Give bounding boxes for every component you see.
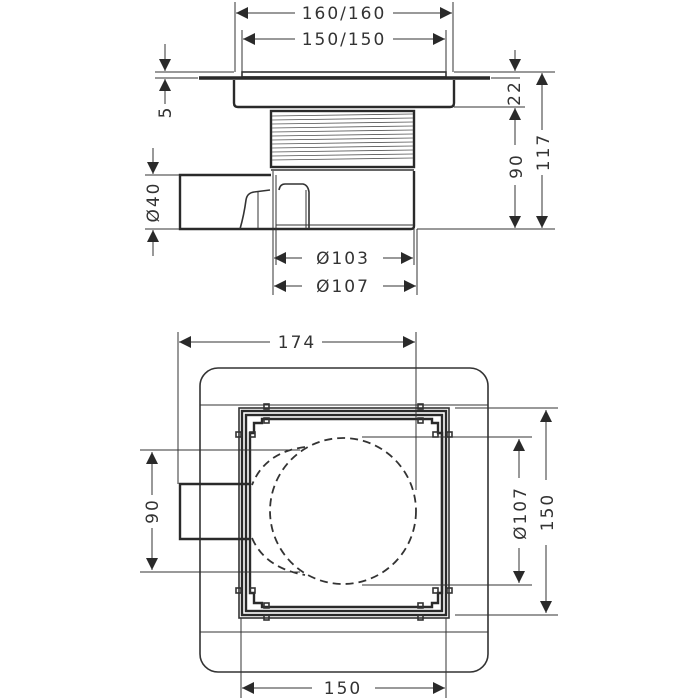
dim-body-height: 90 (507, 108, 527, 228)
label-d107-top: Ø107 (511, 486, 531, 540)
dim-body-diameter-top: Ø107 (511, 439, 531, 583)
grate-frame (240, 409, 448, 617)
dim-grate-width: 150 (242, 679, 445, 699)
label-90-side: 90 (507, 153, 527, 179)
outlet-elbow (239, 189, 271, 230)
grate-frame-outer (238, 407, 450, 619)
dim-body-diameter-outer: Ø107 (274, 277, 416, 297)
label-150-150: 150/150 (302, 30, 387, 50)
label-150-horizontal: 150 (324, 679, 362, 699)
label-174: 174 (278, 333, 316, 353)
outlet-stub (178, 482, 250, 541)
top-view: 174 90 Ø107 150 150 (140, 332, 558, 699)
dim-top-width-outer: 160/160 (236, 4, 452, 24)
dim-flange-thickness: 5 (155, 44, 234, 118)
outlet-hidden-top (251, 446, 306, 486)
thread-lines (271, 113, 414, 161)
dim-overall-width: 174 (179, 333, 415, 353)
body-circle-hidden (269, 437, 417, 585)
outlet-pipe (178, 173, 272, 231)
dim-outlet-offset: 90 (143, 452, 163, 570)
label-5: 5 (156, 106, 176, 119)
dim-grate-height: 150 (538, 410, 558, 613)
label-d40: Ø40 (144, 181, 164, 222)
frame-body (232, 80, 456, 109)
dim-total-height: 117 (534, 73, 554, 228)
dim-outlet-diameter: Ø40 (144, 148, 179, 256)
outlet-hidden-bottom (251, 537, 306, 576)
dim-top-width-inner: 150/150 (243, 30, 445, 50)
corner-clips (235, 403, 453, 621)
side-view: 160/160 150/150 (144, 2, 555, 297)
trap-insert (278, 183, 310, 229)
grate-inner (248, 417, 444, 609)
flange-plate (199, 367, 489, 673)
label-160-160: 160/160 (302, 4, 387, 24)
label-d107-side: Ø107 (316, 277, 370, 297)
label-117: 117 (534, 133, 554, 171)
threaded-section (269, 109, 416, 169)
label-d103: Ø103 (316, 249, 370, 269)
label-22: 22 (505, 80, 525, 106)
label-150-vertical: 150 (538, 493, 558, 531)
dim-body-diameter-inner: Ø103 (274, 249, 413, 269)
dim-frame-height: 22 (505, 50, 525, 106)
lower-body (272, 171, 416, 231)
label-90-top: 90 (143, 498, 163, 524)
